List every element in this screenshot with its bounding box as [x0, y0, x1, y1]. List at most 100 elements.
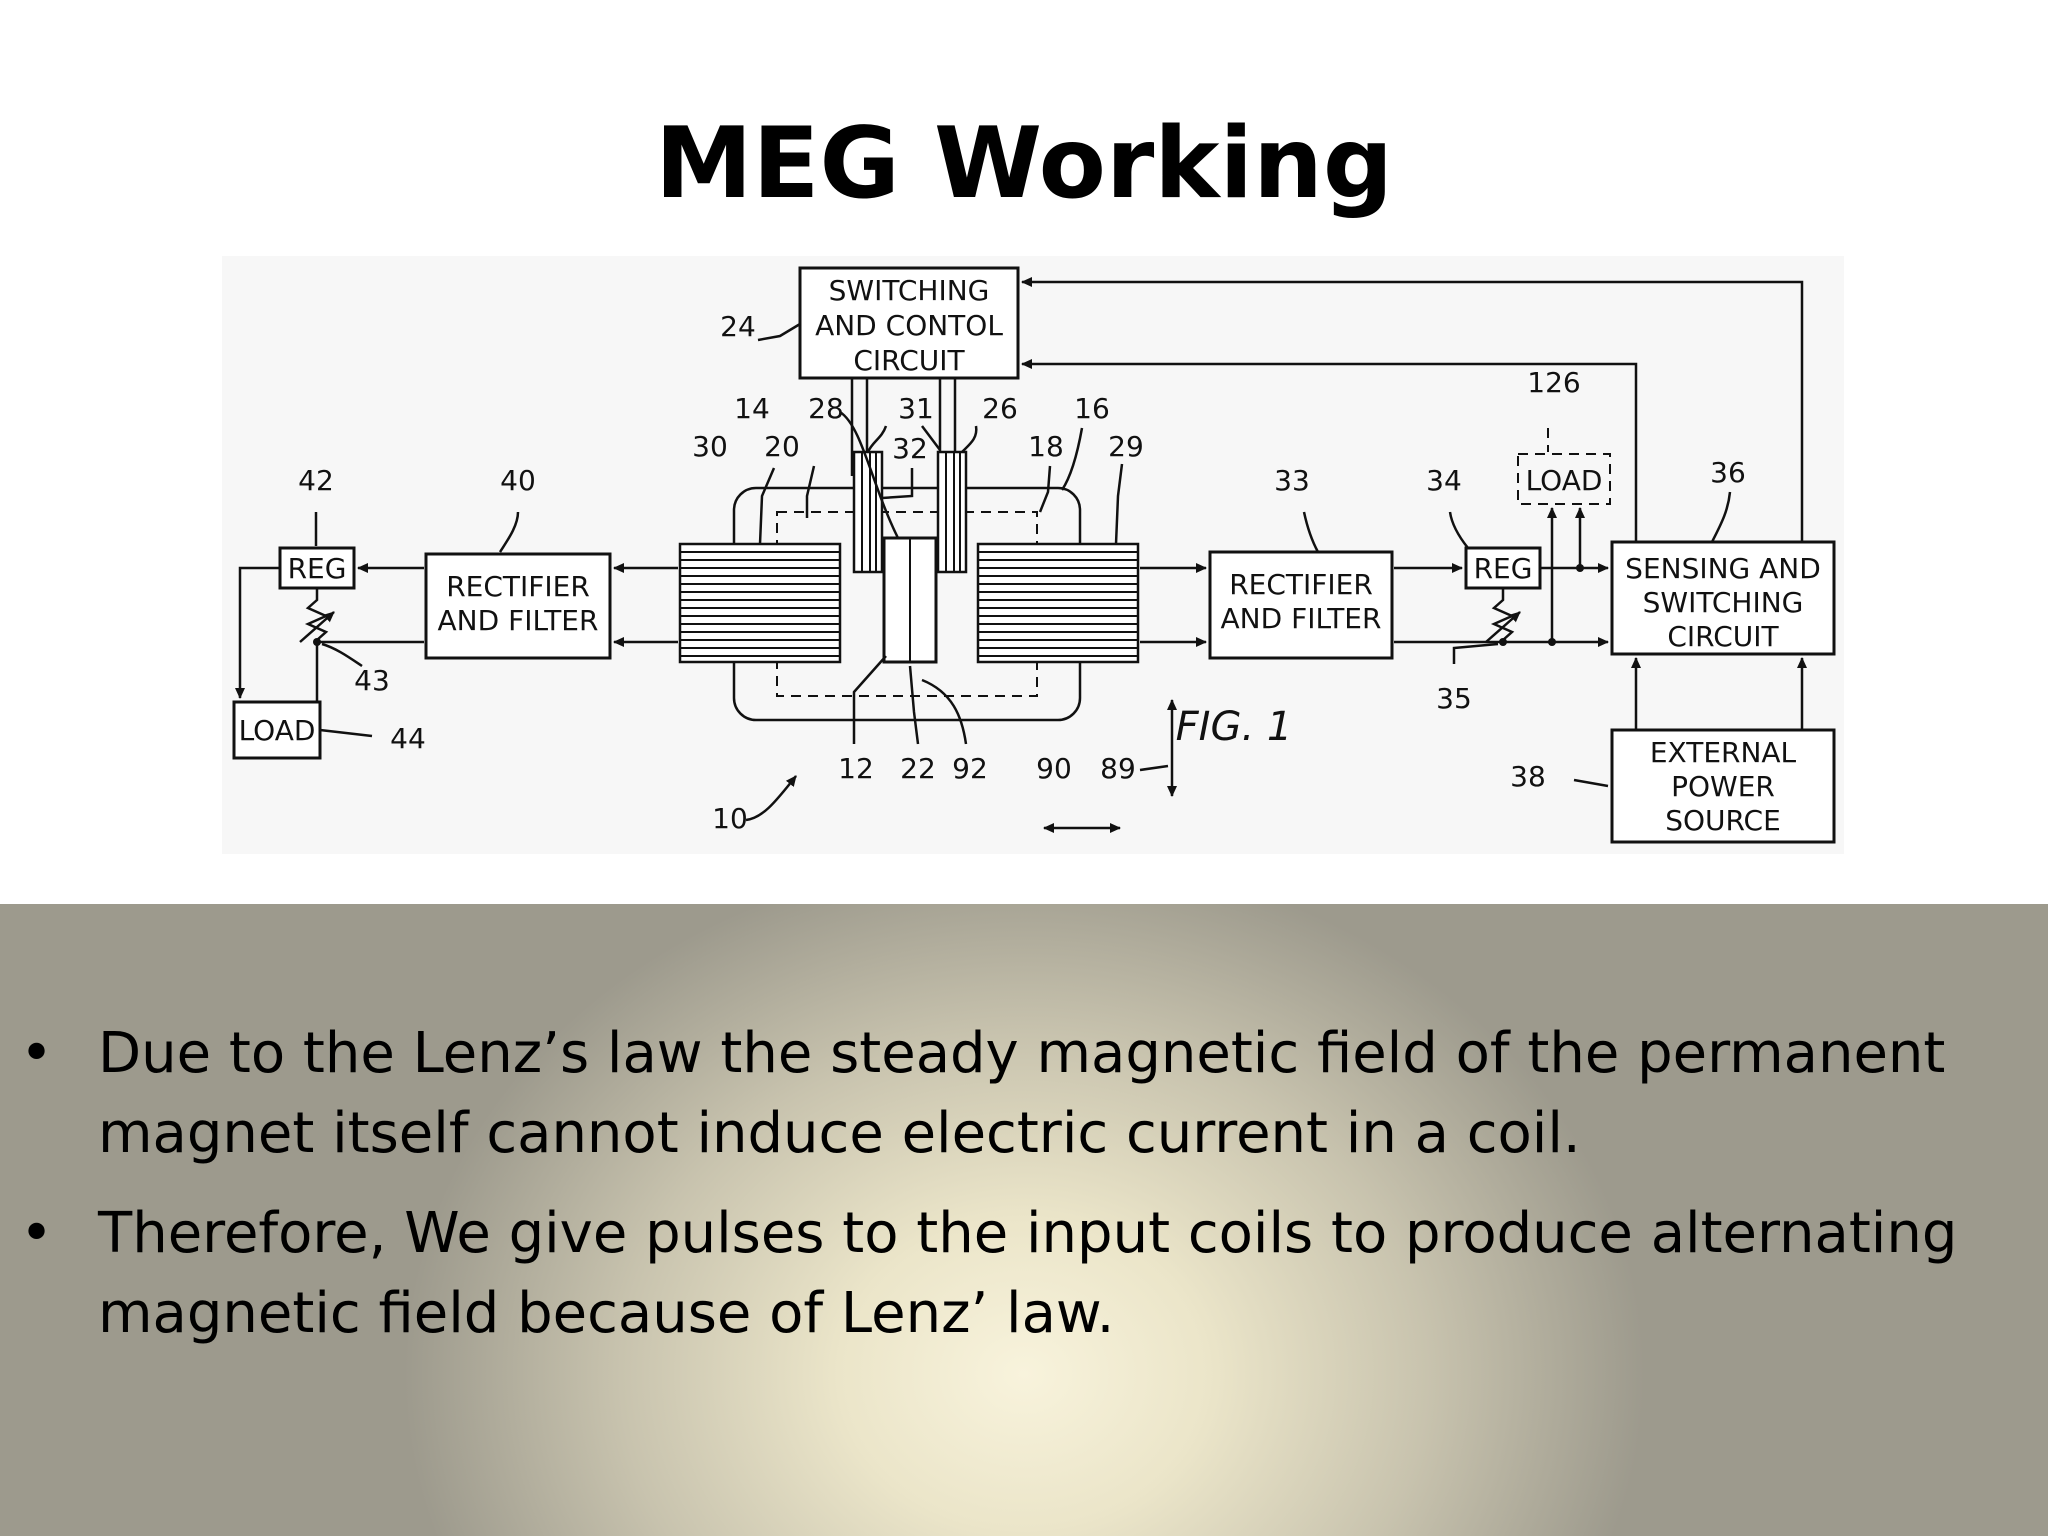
load-right-label: LOAD — [1526, 464, 1603, 497]
bullet-symbol: • — [20, 1201, 54, 1266]
leader-line — [1038, 465, 1052, 513]
junction-dot — [1576, 564, 1584, 572]
signal-line — [235, 566, 280, 699]
sensing-switching-block: SENSING AND SWITCHING CIRCUIT — [1610, 540, 1836, 656]
leader-line — [921, 425, 941, 451]
load-left-label: LOAD — [239, 714, 316, 747]
leader-line — [839, 410, 900, 539]
ref-31: 31 — [898, 392, 934, 425]
ref-12: 12 — [838, 752, 874, 785]
ref-29: 29 — [1108, 430, 1144, 463]
leader-line — [1060, 427, 1084, 491]
rectifier-right-line-2: AND FILTER — [1221, 602, 1382, 635]
reg-right-label: REG — [1474, 552, 1533, 585]
leader-line — [1710, 491, 1732, 543]
leader-line — [745, 775, 797, 822]
variable-resistor-arrow — [299, 611, 335, 643]
ref-89: 89 — [1100, 752, 1136, 785]
leader-line — [1448, 511, 1469, 549]
rectifier-right-line-1: RECTIFIER — [1229, 568, 1373, 601]
leader-line — [908, 665, 920, 745]
ref-36: 36 — [1710, 456, 1746, 489]
ref-14: 14 — [734, 392, 770, 425]
leader-line — [866, 425, 888, 453]
leader-line — [758, 467, 776, 545]
control-coil-left — [852, 450, 884, 574]
sensing-switching-line-3: CIRCUIT — [1667, 620, 1779, 653]
switching-control-line-3: CIRCUIT — [853, 344, 965, 377]
rectifier-filter-right-block: RECTIFIER AND FILTER — [1208, 550, 1394, 660]
leader-line — [1139, 764, 1169, 772]
left-output-coil — [678, 542, 842, 664]
figure-label: FIG. 1 — [1176, 704, 1293, 750]
load-left-block: LOAD — [232, 700, 322, 760]
leader-line — [852, 655, 887, 744]
load-right-block: LOAD — [1517, 453, 1611, 505]
external-power-line-1: EXTERNAL — [1650, 736, 1797, 769]
external-power-source-block: EXTERNAL POWER SOURCE — [1610, 728, 1836, 844]
ref-90: 90 — [1036, 752, 1072, 785]
bullet-text-line: magnetic field because of Lenz’ law. — [98, 1281, 1115, 1346]
ref-44: 44 — [390, 722, 426, 755]
leader-line — [498, 511, 520, 553]
external-power-line-3: SOURCE — [1665, 804, 1781, 837]
ref-10: 10 — [712, 802, 748, 835]
ref-34: 34 — [1426, 464, 1462, 497]
ref-18: 18 — [1028, 430, 1064, 463]
ref-28: 28 — [808, 392, 844, 425]
bullet-item: • Therefore, We give pulses to the input… — [0, 1194, 1978, 1354]
meg-circuit-diagram: SWITCHING AND CONTOL CIRCUIT — [222, 256, 1844, 854]
leader-line — [757, 322, 801, 342]
sensing-switching-line-2: SWITCHING — [1643, 586, 1804, 619]
ref-38: 38 — [1510, 760, 1546, 793]
switching-control-block: SWITCHING AND CONTOL CIRCUIT — [798, 266, 1020, 380]
feedback-line-inner — [1021, 359, 1638, 542]
bullet-item: • Due to the Lenz’s law the steady magne… — [0, 1014, 1978, 1174]
ref-40: 40 — [500, 464, 536, 497]
control-coil-right — [936, 450, 968, 574]
leader-line — [805, 465, 816, 518]
reg-left-block: REG — [278, 546, 356, 590]
slide-title: MEG Working — [655, 107, 1393, 221]
slide-top-area: MEG Working SWITCHING AND CONTOL CIRCUIT — [222, 107, 1844, 854]
leader-line — [1573, 778, 1609, 788]
rectifier-left-line-1: RECTIFIER — [446, 570, 590, 603]
leader-line — [921, 678, 968, 745]
junction-dot — [313, 638, 321, 646]
ref-26: 26 — [982, 392, 1018, 425]
bullet-list: • Due to the Lenz’s law the steady magne… — [0, 1014, 2048, 1374]
rectifier-left-line-2: AND FILTER — [438, 604, 599, 637]
feedback-line-outer — [1021, 277, 1804, 542]
ref-24: 24 — [720, 310, 756, 343]
bullet-symbol: • — [20, 1021, 54, 1086]
leader-line — [1452, 642, 1499, 664]
reg-right-block: REG — [1464, 546, 1542, 590]
external-power-line-2: POWER — [1671, 770, 1775, 803]
ref-126: 126 — [1527, 366, 1580, 399]
ref-43: 43 — [354, 664, 390, 697]
rectifier-filter-left-block: RECTIFIER AND FILTER — [424, 552, 612, 660]
leader-line — [1302, 511, 1320, 553]
bullet-text-line: Due to the Lenz’s law the steady magneti… — [98, 1021, 1946, 1086]
ref-35: 35 — [1436, 682, 1472, 715]
sensing-switching-line-1: SENSING AND — [1625, 552, 1821, 585]
bullet-text-line: Therefore, We give pulses to the input c… — [98, 1201, 1958, 1266]
ref-42: 42 — [298, 464, 334, 497]
leader-line — [881, 468, 914, 500]
leader-line — [961, 425, 978, 453]
switching-control-line-1: SWITCHING — [829, 274, 990, 307]
ref-22: 22 — [900, 752, 936, 785]
ref-16: 16 — [1074, 392, 1110, 425]
right-output-coil — [976, 542, 1140, 664]
ref-30: 30 — [692, 430, 728, 463]
junction-dot — [1548, 638, 1556, 646]
ref-32: 32 — [892, 432, 928, 465]
switching-control-line-2: AND CONTOL — [815, 309, 1003, 342]
leader-line — [1114, 463, 1124, 545]
ref-33: 33 — [1274, 464, 1310, 497]
leader-line — [319, 728, 373, 738]
ref-92: 92 — [952, 752, 988, 785]
reg-left-label: REG — [288, 552, 347, 585]
leader-line — [321, 642, 363, 668]
